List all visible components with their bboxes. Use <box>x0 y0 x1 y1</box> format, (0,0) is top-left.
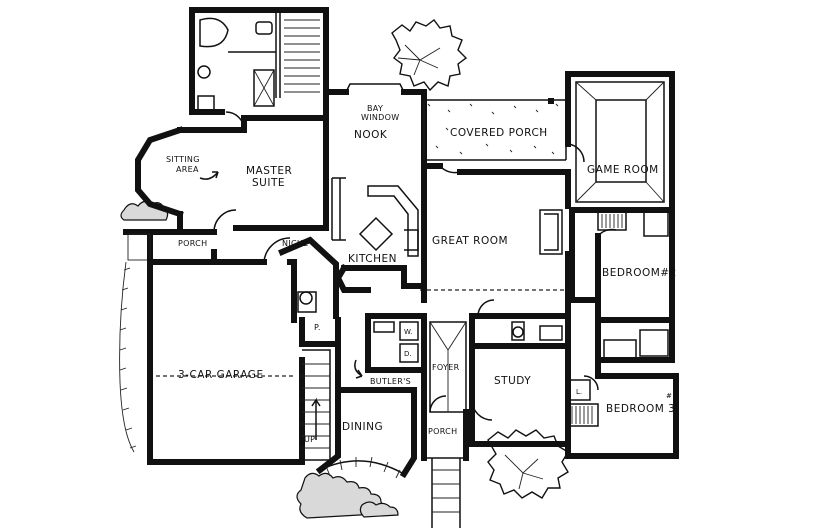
game-room <box>565 71 675 213</box>
dining <box>315 317 417 479</box>
stair <box>302 349 331 461</box>
garage <box>147 237 305 465</box>
label-butlers-pantry-2: PANTRY <box>374 386 406 395</box>
master-suite <box>135 111 329 235</box>
master-bath <box>189 7 329 115</box>
terrain-edge <box>119 261 135 453</box>
label-game-room: GAME ROOM <box>587 164 659 176</box>
label-nook: NOOK <box>354 129 388 141</box>
label-dryer: D. <box>404 350 412 358</box>
label-master-suite-1: MASTER <box>246 165 292 177</box>
label-linen: L. <box>576 388 582 396</box>
label-sitting-area-2: AREA <box>176 165 199 174</box>
bedroom-3 <box>565 297 679 459</box>
label-kitchen: KITCHEN <box>348 253 397 265</box>
label-up: UP <box>304 435 315 444</box>
label-niche: NICHE <box>282 239 309 248</box>
butlers-pantry-arrow <box>354 359 363 379</box>
foyer <box>421 313 469 461</box>
label-sitting-area-1: SITTING <box>166 155 200 164</box>
label-bedroom-3: BEDROOM 3 <box>606 403 675 415</box>
hall-walls <box>333 283 427 319</box>
label-butlers-pantry-1: BUTLER'S <box>370 377 411 386</box>
mud-area <box>278 236 341 347</box>
tree-top-icon <box>391 19 468 92</box>
tree-front-right-icon <box>487 429 569 499</box>
front-walk <box>431 458 461 528</box>
label-covered-porch: COVERED PORCH <box>450 127 548 139</box>
label-bay-window-2: WINDOW <box>361 113 399 122</box>
label-porch-side: PORCH <box>178 239 207 248</box>
label-garage: 3-CAR GARAGE <box>178 369 264 381</box>
label-washer: W. <box>404 328 412 336</box>
label-master-suite-2: SUITE <box>252 177 285 189</box>
great-room <box>420 163 571 303</box>
laundry-pantry <box>365 313 427 373</box>
shrubs-left-icon <box>120 200 169 221</box>
label-bedroom-3-sup: # <box>666 392 672 400</box>
label-foyer: FOYER <box>432 363 460 372</box>
label-porch-front: PORCH <box>428 427 457 436</box>
study <box>469 299 571 447</box>
label-bedroom-2: BEDROOM#2 <box>602 267 677 279</box>
label-bay-window-1: BAY <box>367 104 383 113</box>
shrubs-front-icon <box>296 472 399 519</box>
terrain-hatching <box>119 267 137 449</box>
side-porch <box>123 229 217 265</box>
sitting-area-arrow <box>199 171 219 180</box>
label-dining: DINING <box>342 421 383 433</box>
label-pantry-p: P. <box>314 323 321 332</box>
label-great-room: GREAT ROOM <box>432 235 508 247</box>
label-study: STUDY <box>494 375 531 387</box>
